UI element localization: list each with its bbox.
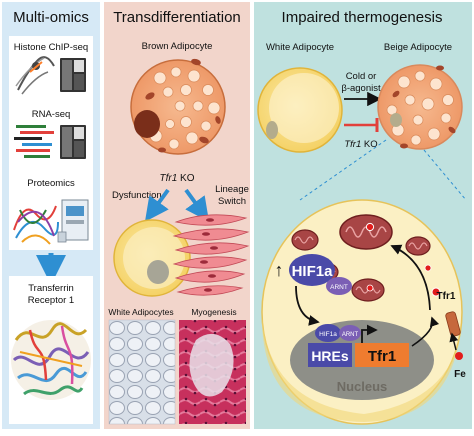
rna-reads-icon <box>14 125 54 158</box>
beige-adipocyte-cell <box>377 64 463 150</box>
arnt-protein: ARNT <box>326 277 352 295</box>
cold-stimulus-label-1: Cold or <box>346 71 377 82</box>
hif1a-protein: HIF1a <box>289 254 335 286</box>
mitochondrion-icon <box>145 58 221 153</box>
dna-strand-icon <box>15 56 55 95</box>
protein-chains-icon <box>13 205 59 245</box>
tfr1-ko-label: Tfr1 KO <box>159 173 194 184</box>
hres-element: HREs <box>308 343 352 367</box>
lineage-switch-label-1: Lineage <box>215 184 249 195</box>
nucleus-shape <box>266 121 278 139</box>
tfr1-gene-label: Tfr1 <box>368 348 396 365</box>
transdifferentiation-title: Transdifferentiation <box>113 9 241 26</box>
mitochondrion-icon <box>351 278 385 302</box>
iron-to-mito-arrow <box>390 244 431 311</box>
rnaseq-label: RNA-seq <box>32 109 71 120</box>
nucleus-shape <box>147 260 169 284</box>
lineage-switch-label-2: Switch <box>218 196 246 207</box>
dysfunction-arrow <box>144 188 170 222</box>
myocyte-cells <box>172 214 250 296</box>
hif1a-up-arrow: ↑ <box>275 260 284 280</box>
hif1a-to-nucleus-arrow <box>295 285 320 326</box>
white-adipocyte-label: White Adipocyte <box>266 42 334 53</box>
beige-adipocyte-label: Beige Adipocyte <box>384 42 452 53</box>
fe-label: Fe <box>454 369 466 380</box>
nucleus-shape <box>390 113 402 127</box>
iron-particle <box>424 264 432 272</box>
histone-chipseq-label: Histone ChIP-seq <box>14 42 88 53</box>
sequencer-icon <box>60 58 86 92</box>
lineage-switch-arrow <box>184 188 210 222</box>
hif1a-bound-small: HIF1a <box>315 324 341 342</box>
myogenesis-label: Myogenesis <box>191 307 236 317</box>
nucleus-label: Nucleus <box>337 379 388 394</box>
white-adipocyte-cell-thermo <box>257 67 343 153</box>
arnt-small-label: ARNT <box>342 332 359 338</box>
fe-particle <box>455 352 463 360</box>
white-adipocyte-histology-image <box>108 319 176 425</box>
myogenesis-histology-fat-area <box>189 333 234 397</box>
cold-stimulus-label-2: β-agonist <box>341 83 381 94</box>
proteomics-label: Proteomics <box>27 178 75 189</box>
tfr1-ko-label-thermo: Tfr1 KO <box>344 139 377 150</box>
hres-label: HREs <box>311 348 349 364</box>
white-adipocytes-label: White Adipocytes <box>108 307 173 317</box>
hif1a-small-label: HIF1a <box>319 331 337 338</box>
transcription-start-arrow <box>361 324 378 343</box>
mitochondrion-icon <box>339 214 393 250</box>
inhibition-arrow <box>344 118 379 132</box>
brown-adipocyte-cell <box>130 58 226 155</box>
transferrin-label-2: Receptor 1 <box>28 295 74 306</box>
thermogenesis-title: Impaired thermogenesis <box>282 9 443 26</box>
tfr1-receptor-label: Tfr1 <box>437 291 456 302</box>
tfr1-gene: Tfr1 <box>355 343 409 367</box>
sequencer-icon <box>60 125 86 159</box>
mitochondrion-icon <box>291 229 319 251</box>
nucleus-shape <box>134 110 160 138</box>
mass-spectrometer-icon <box>57 199 89 243</box>
fe-uptake-arrow <box>449 332 459 351</box>
arnt-label: ARNT <box>330 284 348 291</box>
transferrin-label-1: Transferrin <box>28 283 74 294</box>
iron-particle <box>431 287 441 297</box>
protein-structure-icon <box>11 320 91 400</box>
white-adipocyte-cell <box>113 219 191 297</box>
hif1a-label: HIF1a <box>292 263 334 280</box>
arnt-bound-small: ARNT <box>339 325 361 341</box>
feedback-arrow <box>411 316 440 347</box>
multiomics-title: Multi-omics <box>13 9 89 26</box>
zoom-guide-right <box>423 149 467 201</box>
mitochondrion-icon <box>405 236 431 256</box>
brown-adipocyte-label: Brown Adipocyte <box>142 41 213 52</box>
dysfunction-label: Dysfunction <box>112 190 162 201</box>
